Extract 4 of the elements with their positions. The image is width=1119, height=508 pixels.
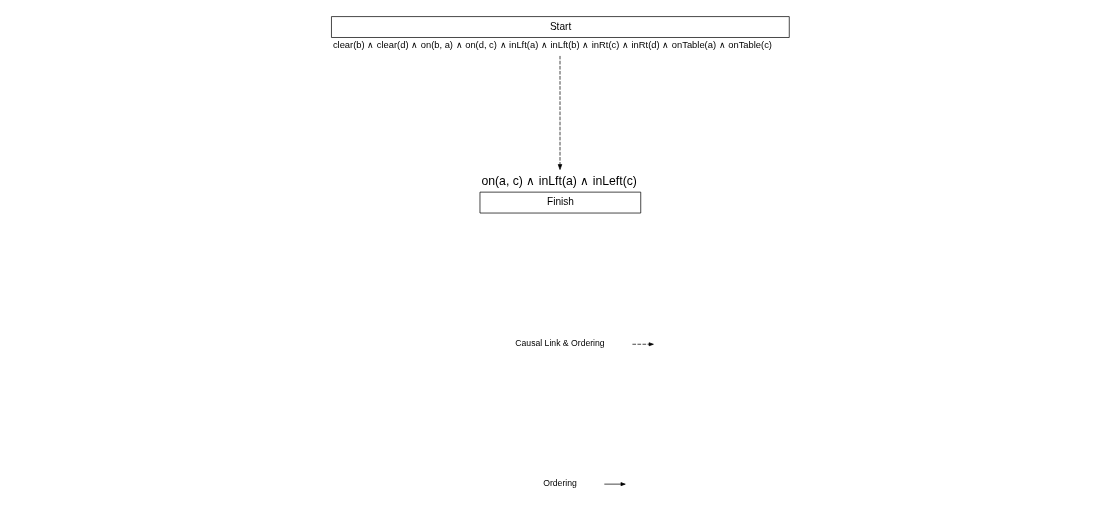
- legend-label: Causal Link & Ordering: [514, 338, 605, 348]
- node-label: clear(b) ∧ clear(d) ∧ on(b, a) ∧ on(d, c) ∧ inLft(a) ∧ inLft(b) ∧ inRt(c) ∧ inRt(d) ∧ onTable(a) ∧ onTable(c): [332, 39, 772, 50]
- legend-label: Ordering: [542, 477, 577, 488]
- node-label: on(a, c) ∧ inLft(a) ∧ inLeft(c): [480, 173, 637, 188]
